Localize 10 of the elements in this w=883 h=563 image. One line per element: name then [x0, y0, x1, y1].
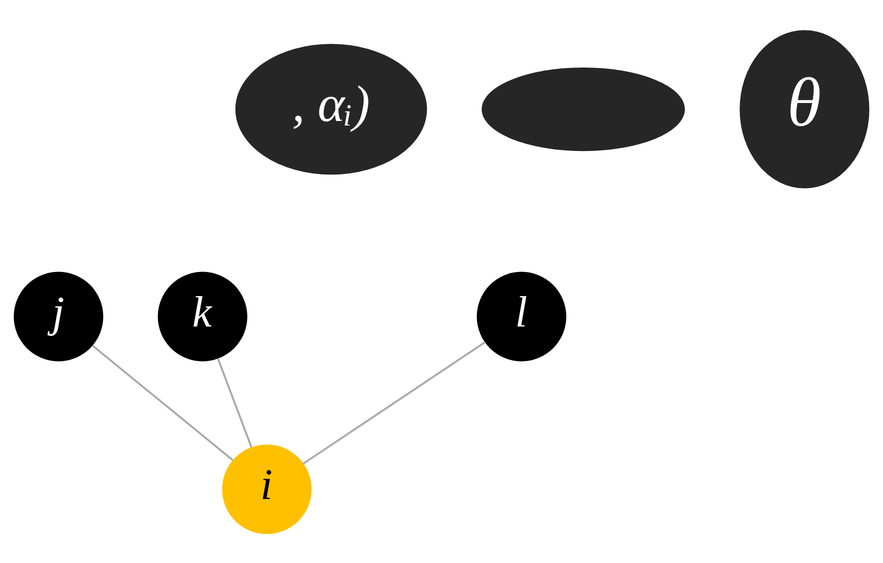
node-circle: i — [222, 444, 312, 534]
node-ellipse: , αᵢ) — [235, 43, 427, 174]
connector — [92, 344, 234, 461]
node-circle: j — [14, 271, 104, 361]
connector — [302, 341, 486, 464]
node-bubble — [482, 66, 685, 151]
connector — [217, 358, 252, 448]
node-circle: k — [158, 271, 248, 361]
node-ellipse: θ — [740, 30, 870, 188]
node-circle: l — [476, 271, 566, 361]
